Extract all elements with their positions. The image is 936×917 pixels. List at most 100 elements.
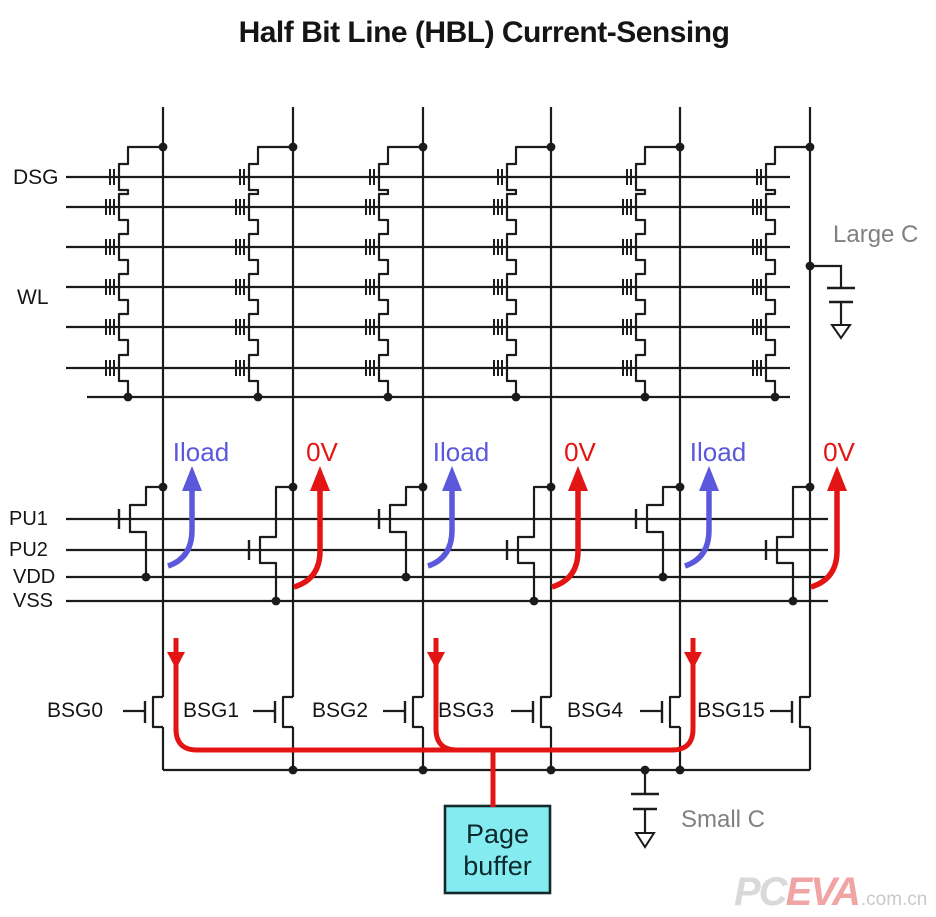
wl-label: WL (17, 286, 49, 309)
junction-dot (288, 142, 298, 152)
up-arrowhead (699, 466, 719, 491)
iload-arrow (167, 466, 202, 569)
zero-v-arrow (810, 466, 847, 590)
down-arrowhead (684, 652, 702, 669)
bitline-column-5 (752, 107, 812, 770)
sense-label-0v-3: 0V (823, 437, 855, 467)
red-current-path (167, 638, 702, 807)
up-arrowhead (568, 466, 588, 491)
sense-label-0v-1: 0V (306, 437, 338, 467)
pu1-label: PU1 (9, 508, 48, 530)
junction-dot (640, 765, 650, 775)
junction-dot (788, 596, 798, 606)
down-arrowhead (427, 652, 445, 669)
pu2-transistor (258, 485, 293, 601)
bsg-transistor (668, 695, 680, 729)
large-cap-lead (810, 264, 843, 288)
bitline-column-1 (235, 107, 295, 770)
zero-v-arrow (293, 466, 330, 590)
junction-dot (288, 765, 298, 775)
junction-dot (675, 142, 685, 152)
bsg4-label: BSG4 (566, 699, 624, 722)
red-current-branch (433, 638, 458, 753)
red-current-branch (173, 638, 198, 753)
dsg-label: DSG (13, 166, 59, 189)
junction-dot (546, 482, 556, 492)
bitline-column-2 (365, 107, 425, 770)
ground-symbol (634, 832, 656, 849)
zero-v-arrow-shaft (810, 490, 840, 590)
iload-arrow-shaft (167, 490, 195, 569)
junction-dot (418, 142, 428, 152)
junction-dot (418, 765, 428, 775)
junction-dot (770, 392, 780, 402)
pu2-transistor (775, 485, 810, 601)
zero-v-arrow-shaft (293, 490, 323, 590)
iload-arrow-shaft (427, 490, 455, 569)
bsg0-label: BSG0 (46, 699, 104, 722)
junction-dot (123, 392, 133, 402)
pu1-transistor (128, 485, 163, 577)
nand-string-channel (634, 145, 680, 397)
junction-dot (158, 482, 168, 492)
iload-arrow (427, 466, 462, 569)
page-buffer-box (443, 804, 552, 895)
junction-dot (805, 482, 815, 492)
iload-arrow (684, 466, 719, 569)
junction-dot (511, 392, 521, 402)
junction-dot (546, 765, 556, 775)
bsg2-label: BSG2 (311, 699, 369, 722)
bsg-transistor (281, 695, 293, 729)
ground-symbol (830, 324, 852, 340)
page-buffer-line1: Page (465, 819, 530, 849)
page-buffer (443, 804, 552, 895)
up-arrowhead (442, 466, 462, 491)
pu1-transistor (388, 485, 423, 577)
page-title: Half Bit Line (HBL) Current-Sensing (238, 16, 730, 49)
nand-string-channel (764, 145, 810, 397)
junction-dot (383, 392, 393, 402)
bsg3-label: BSG3 (437, 699, 495, 722)
pu2-label: PU2 (9, 539, 48, 561)
page-buffer-line2: buffer (463, 851, 532, 881)
junction-dot (158, 142, 168, 152)
bsg-transistor (539, 695, 551, 729)
watermark-pc: PC (734, 870, 788, 914)
junction-dot (401, 572, 411, 582)
up-arrowhead (827, 466, 847, 491)
bsg-transistor (411, 695, 423, 729)
junction-dot (141, 572, 151, 582)
junction-dot (288, 482, 298, 492)
junction-dot (253, 392, 263, 402)
sense-label-0v-2: 0V (564, 437, 596, 467)
watermark-eva: EVA (785, 870, 861, 914)
junction-dot (675, 765, 685, 775)
nand-string-channel (505, 145, 551, 397)
large-c-label: Large C (833, 221, 919, 248)
bitline-column-3 (493, 107, 553, 770)
small-capacitor (631, 770, 659, 849)
junction-dot (640, 392, 650, 402)
up-arrowhead (182, 466, 202, 491)
up-arrowhead (310, 466, 330, 491)
sense-label-iload-1: Iload (172, 437, 230, 467)
large-capacitor (810, 264, 855, 340)
vdd-label: VDD (13, 566, 56, 588)
nand-string-channel (117, 145, 163, 397)
nand-string-channel (377, 145, 423, 397)
bsg1-label: BSG1 (182, 699, 240, 722)
vss-label: VSS (13, 590, 54, 612)
junction-dot (805, 261, 815, 271)
junction-dot (271, 596, 281, 606)
watermark: PC EVA .com.cn (734, 870, 927, 915)
small-c-label: Small C (681, 806, 766, 833)
pu1-transistor (645, 485, 680, 577)
bsg15-label: BSG15 (697, 699, 765, 722)
junction-dot (805, 142, 815, 152)
junction-dot (675, 482, 685, 492)
page-buffer-label: Page buffer (445, 808, 550, 892)
nand-string-channel (247, 145, 293, 397)
zero-v-arrow (551, 466, 588, 590)
junction-dot (529, 596, 539, 606)
